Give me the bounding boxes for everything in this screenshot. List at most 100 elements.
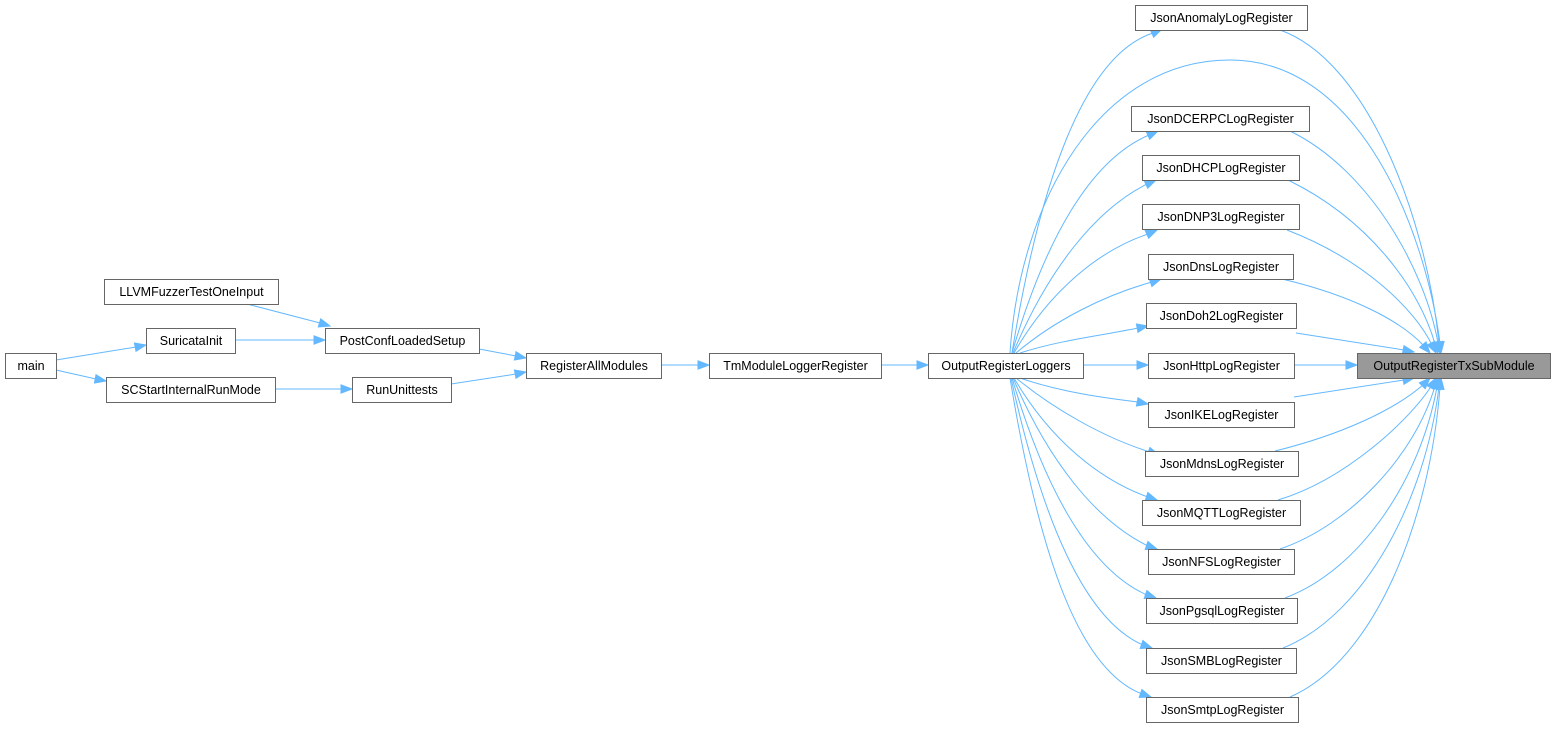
node-postconf[interactable]: PostConfLoadedSetup (325, 328, 480, 354)
edge-arrowhead (1144, 540, 1159, 551)
edge-arrowhead (1345, 360, 1359, 370)
edge-line (1010, 377, 1144, 646)
edge-arrowhead (1138, 688, 1153, 699)
edge-dcerpc-to-target (1289, 130, 1443, 355)
edge-line (1013, 233, 1149, 354)
edge-outloggers-to-dhcp (1012, 179, 1158, 354)
node-scstart[interactable]: SCStartInternalRunMode (106, 377, 276, 403)
edge-line (1277, 384, 1433, 501)
node-box (1146, 648, 1297, 674)
edge-outloggers-to-ike (1019, 377, 1150, 407)
node-box (1142, 155, 1300, 181)
edge-line (1011, 377, 1148, 596)
edge-outloggers-to-mdns (1015, 377, 1161, 457)
node-box (1142, 204, 1300, 230)
edge-arrowhead (1135, 323, 1150, 334)
edge-smtp-to-target (1289, 376, 1445, 698)
node-nfs[interactable]: JsonNFSLogRegister (1148, 549, 1295, 575)
node-box (526, 353, 662, 379)
node-label: OutputRegisterTxSubModule (1373, 359, 1534, 373)
edge-dhcp-to-target (1287, 179, 1440, 355)
node-http[interactable]: JsonHttpLogRegister (1148, 353, 1295, 379)
node-main[interactable]: main (5, 353, 57, 379)
node-label: JsonHttpLogRegister (1163, 359, 1280, 373)
node-mdns[interactable]: JsonMdnsLogRegister (1145, 451, 1299, 477)
edge-line (1009, 59, 1441, 354)
node-box (1146, 697, 1299, 723)
node-label: JsonDHCPLogRegister (1156, 161, 1285, 175)
edge-line (1289, 386, 1441, 698)
edge-dnp3-to-target (1286, 229, 1437, 355)
edge-line (1293, 379, 1405, 398)
edge-outloggers-to-smtp (1009, 377, 1153, 699)
edge-smb-to-target (1282, 376, 1444, 649)
node-ike[interactable]: JsonIKELogRegister (1148, 402, 1295, 428)
node-label: JsonSmtpLogRegister (1161, 703, 1284, 717)
node-label: main (17, 359, 44, 373)
edge-arrowhead (317, 317, 332, 328)
node-box (1148, 402, 1295, 428)
edge-line (1279, 385, 1436, 550)
node-regall[interactable]: RegisterAllModules (526, 353, 662, 379)
node-suricatainit[interactable]: SuricataInit (146, 328, 236, 354)
node-dns[interactable]: JsonDnsLogRegister (1148, 254, 1294, 280)
edge-http-to-target (1294, 360, 1359, 370)
node-llvm[interactable]: LLVMFuzzerTestOneInput (104, 279, 279, 305)
node-rununit[interactable]: RunUnittests (352, 377, 452, 403)
node-box (106, 377, 276, 403)
node-box (1146, 598, 1298, 624)
edge-arrowhead (1434, 376, 1445, 390)
edge-outloggers-to-dnp3 (1013, 229, 1159, 354)
edge-postconf-to-regall (478, 348, 528, 361)
edge-line (1009, 377, 1143, 695)
node-box (325, 328, 480, 354)
node-box (1148, 254, 1294, 280)
node-label: OutputRegisterLoggers (941, 359, 1070, 373)
edge-line (1279, 29, 1440, 344)
edge-line (1281, 278, 1425, 347)
node-dhcp[interactable]: JsonDHCPLogRegister (1142, 155, 1300, 181)
edge-line (1012, 377, 1149, 547)
edge-arrowhead (1418, 341, 1431, 355)
edge-line (1015, 377, 1151, 453)
edge-arrowhead (340, 384, 354, 394)
node-smb[interactable]: JsonSMBLogRegister (1146, 648, 1297, 674)
edge-arrowhead (93, 373, 108, 384)
edge-line (1019, 327, 1139, 354)
edge-arrowhead (1135, 396, 1150, 407)
node-mqtt[interactable]: JsonMQTTLogRegister (1142, 500, 1301, 526)
node-label: JsonDCERPCLogRegister (1147, 112, 1294, 126)
edge-arrowhead (1426, 340, 1437, 355)
edge-arrowhead (133, 342, 148, 353)
edge-arrowhead (1145, 130, 1160, 141)
node-tmlogger[interactable]: TmModuleLoggerRegister (709, 353, 882, 379)
edge-outloggers-to-anomaly (1011, 28, 1164, 354)
node-pgsql[interactable]: JsonPgsqlLogRegister (1146, 598, 1298, 624)
edge-line (1282, 386, 1440, 649)
node-anomaly[interactable]: JsonAnomalyLogRegister (1135, 5, 1308, 31)
node-layer: main LLVMFuzzerTestOneInputSuricataInitSC… (5, 5, 1551, 723)
node-label: RunUnittests (366, 383, 438, 397)
edge-line (246, 303, 321, 324)
node-smtp[interactable]: JsonSmtpLogRegister (1146, 697, 1299, 723)
node-doh2[interactable]: JsonDoh2LogRegister (1146, 303, 1297, 329)
node-box (1145, 451, 1299, 477)
edge-line (450, 373, 517, 385)
node-box (1148, 353, 1295, 379)
node-label: SuricataInit (160, 334, 223, 348)
edge-main-to-suricatainit (55, 342, 148, 361)
node-box (1357, 353, 1551, 379)
edge-dns-to-target (1281, 278, 1431, 355)
node-dnp3[interactable]: JsonDNP3LogRegister (1142, 204, 1300, 230)
edge-outloggers-to-nfs (1012, 377, 1159, 551)
node-label: JsonIKELogRegister (1165, 408, 1279, 422)
edge-ike-to-target (1293, 375, 1416, 398)
node-outloggers[interactable]: OutputRegisterLoggers (928, 353, 1084, 379)
edge-line (55, 346, 137, 361)
node-label: SCStartInternalRunMode (121, 383, 261, 397)
edge-arrowhead (1144, 229, 1159, 240)
edge-arrowhead (1401, 344, 1416, 355)
node-dcerpc[interactable]: JsonDCERPCLogRegister (1131, 106, 1310, 132)
edge-arrowhead (513, 369, 528, 380)
